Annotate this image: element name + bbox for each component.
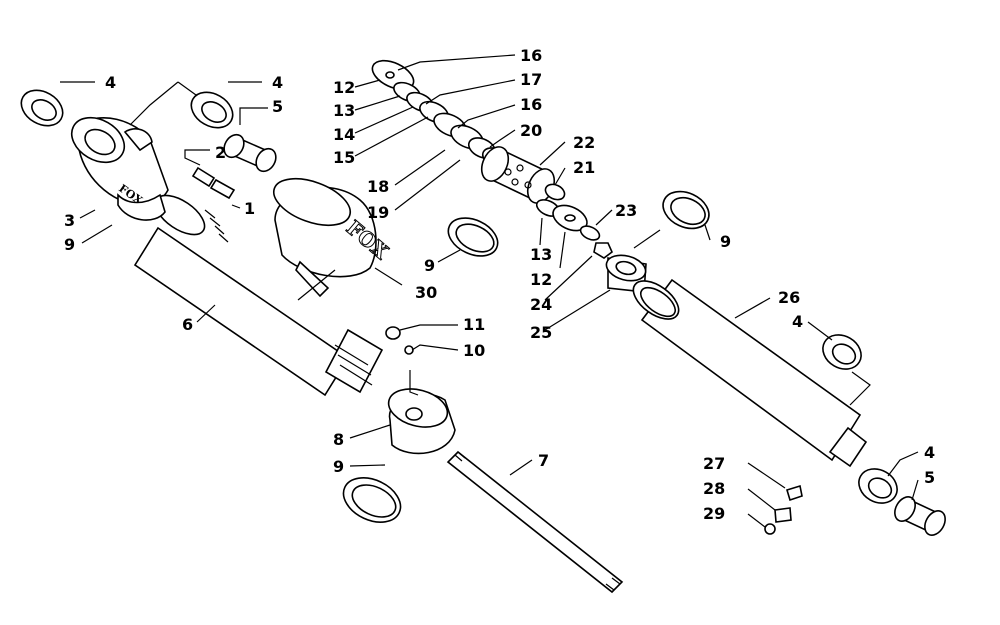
part-reservoir-body-26 (632, 278, 868, 468)
callout-5: 5 (924, 468, 935, 487)
callout-9: 9 (333, 457, 344, 476)
callout-12: 12 (530, 270, 552, 289)
callout-9: 9 (424, 256, 435, 275)
part-fitting-2 (191, 166, 216, 188)
part-nut-24 (593, 242, 613, 259)
callout-27: 27 (703, 454, 725, 473)
part-sleeve-5-top (223, 133, 277, 173)
callout-8: 8 (333, 430, 344, 449)
part-seal-ring-9-top (117, 193, 166, 221)
callout-12: 12 (333, 78, 355, 97)
callout-28: 28 (703, 479, 725, 498)
callout-18: 18 (367, 177, 389, 196)
callout-25: 25 (530, 323, 552, 342)
part-shaft-7 (446, 450, 624, 594)
callout-9: 9 (720, 232, 731, 251)
part-piston-22 (480, 146, 556, 204)
part-eyelet-cap: FOX (70, 116, 169, 207)
callout-11: 11 (463, 315, 485, 334)
part-reservoir-cap-30: FOX (272, 177, 394, 298)
callout-9: 9 (64, 235, 75, 254)
callout-10: 10 (463, 341, 485, 360)
callout-13: 13 (333, 101, 355, 120)
callout-15: 15 (333, 148, 355, 167)
part-plug-11 (385, 326, 401, 340)
part-fitting-1 (209, 178, 236, 200)
part-seal-ring-9-middle (447, 217, 499, 257)
callout-4: 4 (105, 73, 116, 92)
part-washer-21 (544, 183, 566, 201)
callout-26: 26 (778, 288, 800, 307)
part-body-tube-6 (133, 194, 384, 397)
callout-6: 6 (182, 315, 193, 334)
callout-labels: 4 4 5 2 1 3 9 6 12 13 14 15 16 17 16 20 … (64, 46, 935, 523)
callout-4: 4 (792, 312, 803, 331)
callout-2: 2 (215, 143, 226, 162)
part-seal-ring-9-right (662, 190, 710, 230)
callout-21: 21 (573, 158, 595, 177)
part-bushing-4-top (190, 91, 234, 129)
callout-29: 29 (703, 504, 725, 523)
part-valve-core-28 (774, 507, 792, 523)
part-bushing-4-right (822, 334, 862, 370)
part-sleeve-5-lower (894, 496, 946, 536)
callout-19: 19 (367, 203, 389, 222)
part-ball-10 (404, 345, 414, 355)
part-cap-27 (786, 484, 803, 502)
callout-17: 17 (520, 70, 542, 89)
callout-1: 1 (244, 199, 255, 218)
part-floating-piston-25 (605, 254, 647, 293)
callout-13: 13 (530, 245, 552, 264)
part-bearing-cap-8 (387, 388, 456, 455)
callout-30: 30 (415, 283, 437, 302)
callout-5: 5 (272, 97, 283, 116)
callout-14: 14 (333, 125, 355, 144)
callout-20: 20 (520, 121, 542, 140)
callout-16: 16 (520, 46, 542, 65)
callout-4: 4 (924, 443, 935, 462)
callout-23: 23 (615, 201, 637, 220)
part-bushing-4-left (20, 89, 64, 127)
callout-24: 24 (530, 295, 552, 314)
part-seal-ring-9-lower (342, 477, 402, 523)
callout-3: 3 (64, 211, 75, 230)
callout-16: 16 (520, 95, 542, 114)
callout-22: 22 (573, 133, 595, 152)
part-washer-23 (579, 225, 601, 241)
leader-lines (60, 54, 919, 528)
part-ball-29 (764, 523, 776, 535)
part-bushing-4-lower (858, 468, 898, 504)
callout-7: 7 (538, 451, 549, 470)
callout-4: 4 (272, 73, 283, 92)
